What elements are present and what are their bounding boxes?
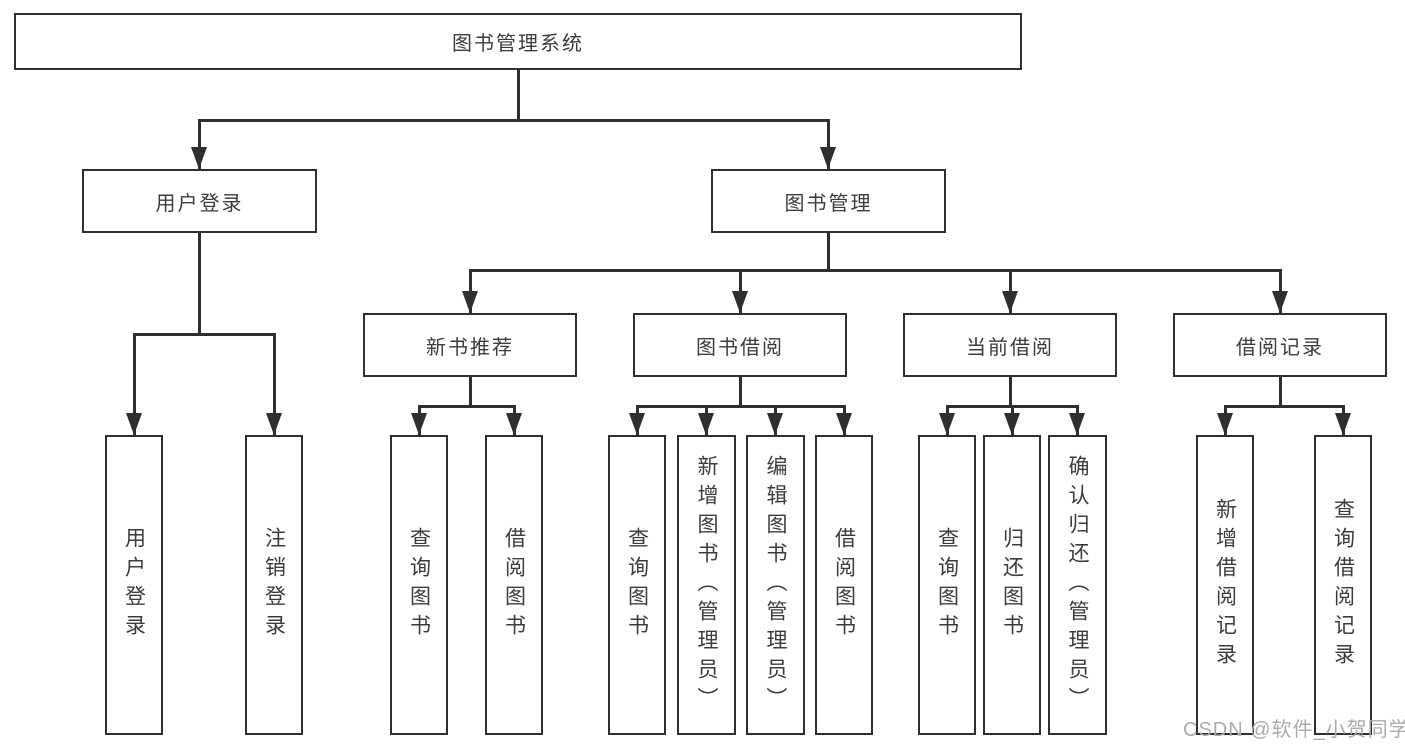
edge-borrowing-hbar: [635, 405, 846, 408]
arrow-records-query-icon: [1335, 413, 1351, 435]
node-new-book-recommend: 新书推荐: [363, 313, 577, 377]
edge-user-login-hbar: [132, 333, 276, 336]
arrow-records-add-icon: [1217, 413, 1233, 435]
arrow-borrowing-add-icon: [698, 413, 714, 435]
arrow-current-confirm-icon: [1069, 413, 1085, 435]
arrow-current-return-icon: [1004, 413, 1020, 435]
edge-to-book-management: [826, 119, 830, 169]
leaf-borrowing-add-books-admin: 新增图书（管理员）: [677, 435, 736, 735]
leaf-records-query-record: 查询借阅记录: [1314, 435, 1372, 735]
arrow-borrowing-borrow-icon: [836, 413, 852, 435]
arrow-current-borrowing-icon: [1002, 291, 1018, 313]
leaf-recommend-borrow-books: 借阅图书: [485, 435, 543, 735]
edge-recommend-stub: [468, 377, 472, 407]
arrow-borrowing-records-icon: [1272, 291, 1288, 313]
arrow-recommend-borrow-icon: [506, 413, 522, 435]
leaf-logout: 注销登录: [245, 435, 303, 735]
arrow-leaf-user-login-icon: [126, 413, 142, 435]
leaf-records-add-record: 新增借阅记录: [1196, 435, 1254, 735]
edge-current-stub: [1008, 377, 1012, 407]
arrow-book-management-icon: [820, 147, 836, 169]
node-current-borrowing: 当前借阅: [903, 313, 1117, 377]
edge-records-hbar: [1223, 405, 1344, 408]
arrow-borrowing-edit-icon: [767, 413, 783, 435]
leaf-user-login: 用户登录: [105, 435, 163, 735]
node-borrowing-records: 借阅记录: [1173, 313, 1387, 377]
edge-user-login-stub: [197, 233, 201, 335]
arrow-recommend-query-icon: [411, 413, 427, 435]
node-book-borrowing: 图书借阅: [633, 313, 847, 377]
edge-root-trunk: [516, 70, 520, 120]
node-user-login: 用户登录: [82, 169, 317, 233]
edge-recommend-hbar: [417, 405, 516, 408]
leaf-current-confirm-return-admin: 确认归还（管理员）: [1048, 435, 1107, 735]
leaf-borrowing-borrow-books: 借阅图书: [815, 435, 873, 735]
arrow-new-book-recommend-icon: [462, 291, 478, 313]
leaf-borrowing-query-books: 查询图书: [608, 435, 666, 735]
leaf-recommend-query-books: 查询图书: [390, 435, 448, 735]
leaf-borrowing-edit-books-admin: 编辑图书（管理员）: [746, 435, 805, 735]
arrow-borrowing-query-icon: [629, 413, 645, 435]
arrow-user-login-icon: [191, 147, 207, 169]
watermark: CSDN @软件_小贺同学: [1183, 719, 1405, 741]
edge-root-hbar: [197, 119, 830, 122]
edge-book-management-hbar: [468, 269, 1282, 272]
edge-records-stub: [1278, 377, 1282, 407]
leaf-current-query-books: 查询图书: [918, 435, 976, 735]
node-book-management: 图书管理: [711, 169, 946, 233]
edge-to-leaf-logout: [272, 333, 276, 435]
edge-to-user-login: [197, 119, 201, 169]
edge-book-management-stub: [826, 233, 830, 271]
arrow-current-query-icon: [939, 413, 955, 435]
edge-to-leaf-user-login: [132, 333, 136, 435]
arrow-book-borrowing-icon: [732, 291, 748, 313]
node-library-system: 图书管理系统: [14, 13, 1022, 70]
edge-borrowing-stub: [738, 377, 742, 407]
arrow-leaf-logout-icon: [266, 413, 282, 435]
leaf-current-return-books: 归还图书: [983, 435, 1041, 735]
